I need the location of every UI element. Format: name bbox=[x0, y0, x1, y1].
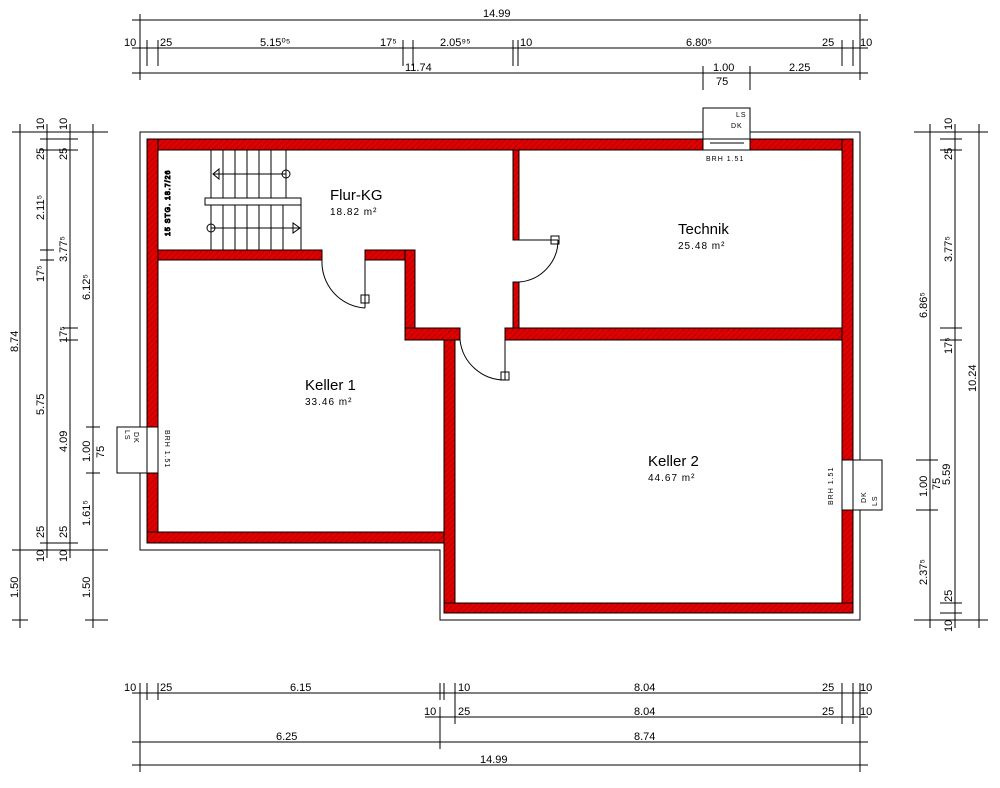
dimension-label: 10 bbox=[860, 706, 872, 718]
dimension-label: 8.74 bbox=[9, 331, 21, 352]
window-left: LS DK BRH 1.51 bbox=[116, 426, 170, 474]
dimension-label: 17⁵ bbox=[943, 337, 955, 354]
dimension-label: 1.50 bbox=[81, 577, 93, 598]
dimension-label: 2.05⁹⁵ bbox=[440, 37, 471, 49]
dimension-label: 75 bbox=[931, 478, 943, 490]
dimension-label: 4.09 bbox=[58, 431, 70, 452]
dimension-label: DK bbox=[731, 123, 743, 130]
dimension-label: 1.50 bbox=[9, 577, 21, 598]
room-area: 25.48 m² bbox=[678, 241, 725, 252]
dimension-label: LS bbox=[872, 495, 879, 506]
window-top: LS DK BRH 1.51 bbox=[702, 107, 751, 163]
room-name: Keller 1 bbox=[305, 377, 356, 394]
dimension-label: 75 bbox=[95, 446, 107, 458]
dimension-label: 25 bbox=[35, 148, 47, 160]
doors bbox=[321, 235, 560, 381]
building-outline bbox=[139, 131, 861, 621]
dimension-label: 10 bbox=[424, 706, 436, 718]
dimension-label: 17⁵ bbox=[58, 326, 70, 343]
room-name: Technik bbox=[678, 221, 729, 238]
dimension-label: 14.99 bbox=[480, 754, 508, 766]
room-labels: Flur-KG 18.82 m² Technik 25.48 m² Keller… bbox=[305, 187, 729, 484]
dimension-label: BRH 1.51 bbox=[706, 156, 744, 163]
room-area: 44.67 m² bbox=[648, 473, 695, 484]
dimension-label: LS bbox=[736, 112, 747, 119]
dimension-label: BRH 1.51 bbox=[163, 430, 170, 468]
dimension-label: 10 bbox=[124, 682, 136, 694]
dimension-label: 3.77⁵ bbox=[943, 236, 955, 262]
dimension-label: 8.04 bbox=[634, 706, 655, 718]
dimension-label: 25 bbox=[58, 148, 70, 160]
dimension-label: 75 bbox=[716, 76, 728, 88]
room-area: 18.82 m² bbox=[330, 207, 377, 218]
door-technik bbox=[518, 239, 559, 283]
room-name: Keller 2 bbox=[648, 453, 699, 470]
dimension-label: 8.04 bbox=[634, 682, 655, 694]
dimension-label: DK bbox=[861, 491, 868, 503]
dimension-label: 25 bbox=[58, 526, 70, 538]
dimension-label: DK bbox=[132, 432, 139, 444]
dimension-label: 10 bbox=[58, 118, 70, 130]
dimension-label: 1.00 bbox=[918, 476, 930, 497]
dimension-label: 2.25 bbox=[789, 62, 810, 74]
dimensions-left: 8.74 1.50 10 25 2.11⁵ 17⁵ 5.75 25 10 10 … bbox=[9, 118, 108, 628]
dimension-label: 10 bbox=[520, 37, 532, 49]
dimension-label: 25 bbox=[943, 148, 955, 160]
dimension-label: 1.61⁵ bbox=[81, 500, 93, 526]
room-name: Flur-KG bbox=[330, 187, 383, 204]
dimension-label: 14.99 bbox=[483, 8, 511, 20]
dimension-label: 6.12⁵ bbox=[81, 274, 93, 300]
dimension-label: 6.86⁵ bbox=[918, 292, 930, 318]
room-area: 33.46 m² bbox=[305, 397, 352, 408]
door-keller1 bbox=[321, 259, 366, 309]
stair-label: 15 STG. 18.7/26 bbox=[165, 170, 172, 236]
dimension-label: LS bbox=[123, 430, 130, 441]
dimension-label: 11.74 bbox=[405, 62, 432, 74]
dimension-label: 5.59 bbox=[941, 464, 953, 485]
dimension-label: 17⁵ bbox=[35, 265, 47, 282]
dimension-label: 3.77⁵ bbox=[58, 236, 70, 262]
dimension-label: 10 bbox=[943, 118, 955, 130]
dimension-label: 25 bbox=[35, 526, 47, 538]
dimension-label: 25 bbox=[822, 706, 834, 718]
dimension-label: 10 bbox=[860, 682, 872, 694]
dimension-label: 10 bbox=[458, 682, 470, 694]
dimension-label: 1.00 bbox=[713, 62, 734, 74]
walls bbox=[146, 138, 854, 614]
dimensions-right: 6.86⁵ 1.00 75 2.37⁵ 10 25 3.77⁵ 17⁵ 5.59… bbox=[914, 118, 988, 632]
door-keller2 bbox=[459, 339, 506, 381]
dimension-label: 10 bbox=[58, 550, 70, 562]
dimension-label: 6.15 bbox=[290, 682, 311, 694]
dimension-label: 25 bbox=[160, 37, 172, 49]
dimension-label: 25 bbox=[822, 37, 834, 49]
dimension-label: 17⁵ bbox=[380, 37, 397, 49]
dimension-label: 6.25 bbox=[276, 731, 297, 743]
dimension-label: 2.37⁵ bbox=[918, 559, 930, 585]
dimension-label: 10 bbox=[35, 550, 47, 562]
dimension-label: 10 bbox=[35, 118, 47, 130]
dimension-label: 10 bbox=[124, 37, 136, 49]
dimension-label: 10.24 bbox=[967, 364, 979, 392]
dimension-label: BRH 1.51 bbox=[828, 467, 835, 505]
dimension-label: 10 bbox=[860, 37, 872, 49]
dimension-label: 8.74 bbox=[634, 731, 655, 743]
window-right: LS DK BRH 1.51 bbox=[828, 459, 883, 511]
dimensions-bottom: 10 25 6.15 10 8.04 25 10 10 25 8.04 25 1… bbox=[124, 682, 872, 772]
dimension-label: 1.00 bbox=[81, 441, 93, 462]
dimension-label: 25 bbox=[822, 682, 834, 694]
dimension-label: 25 bbox=[943, 590, 955, 602]
staircase: 15 STG. 18.7/26 bbox=[165, 149, 302, 251]
dimension-label: 25 bbox=[458, 706, 470, 718]
dimension-label: 25 bbox=[160, 682, 172, 694]
dimension-label: 10 bbox=[943, 620, 955, 632]
dimension-label: 6.80⁵ bbox=[686, 37, 712, 49]
dimension-label: 2.11⁵ bbox=[35, 195, 47, 220]
dimension-label: 5.15⁰⁵ bbox=[260, 37, 290, 49]
dimension-label: 5.75 bbox=[35, 394, 47, 415]
dimensions-top: 14.99 10 25 5.15⁰⁵ 17⁵ 2.05⁹⁵ 10 6.80⁵ 2… bbox=[124, 8, 872, 90]
